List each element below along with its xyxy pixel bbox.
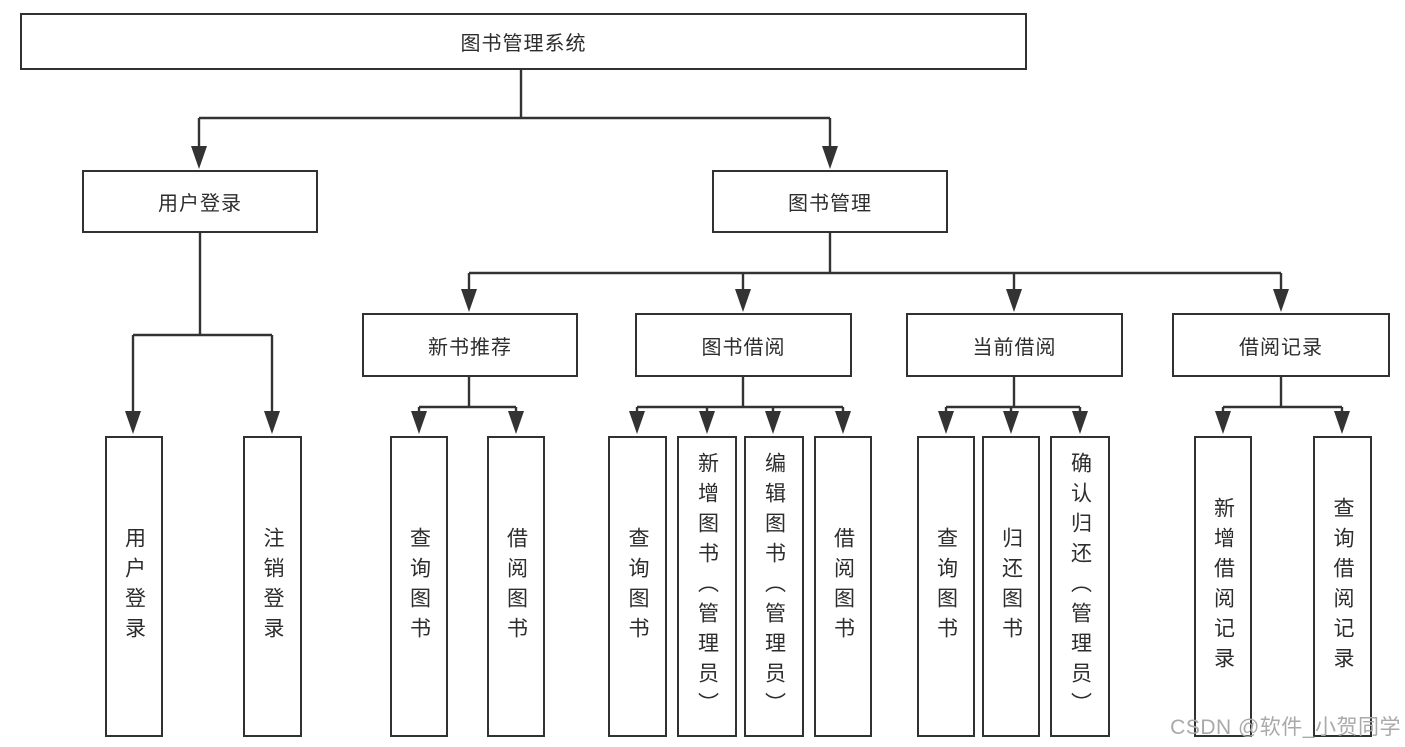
leaf-user-login: 用户登录: [105, 436, 163, 737]
node-user-login-label: 用户登录: [158, 193, 242, 215]
node-current-borrowing: 当前借阅: [906, 313, 1123, 377]
leaf-borrowing-borrow-books: 借阅图书: [814, 436, 872, 737]
leaf-logout-login-label: 注销登录: [261, 526, 284, 647]
leaf-borrowing-query-books: 查询图书: [608, 436, 667, 737]
leaf-borrowing-edit-books-admin: 编辑图书（管理员）: [744, 436, 804, 737]
node-book-borrowing-label: 图书借阅: [701, 336, 786, 359]
leaf-current-query-books: 查询图书: [917, 436, 975, 737]
leaf-recommend-borrow-books: 借阅图书: [487, 436, 545, 737]
node-borrowing-records-label: 借阅记录: [1239, 336, 1323, 359]
leaf-current-confirm-return-admin-label: 确认归还（管理员）: [1068, 451, 1092, 722]
watermark: CSDN @软件_小贺同学: [1170, 716, 1401, 739]
node-new-book-recommend: 新书推荐: [362, 313, 578, 377]
leaf-current-query-books-label: 查询图书: [934, 526, 958, 647]
node-borrowing-records: 借阅记录: [1172, 313, 1390, 377]
leaf-current-return-books-label: 归还图书: [999, 526, 1023, 647]
node-user-login: 用户登录: [82, 170, 318, 233]
leaf-current-confirm-return-admin: 确认归还（管理员）: [1050, 436, 1110, 737]
leaf-borrowing-add-books-admin: 新增图书（管理员）: [677, 436, 737, 737]
leaf-borrowing-add-books-admin-label: 新增图书（管理员）: [695, 451, 719, 722]
node-book-management-label: 图书管理: [788, 193, 872, 215]
node-new-book-recommend-label: 新书推荐: [428, 336, 512, 359]
leaf-borrowing-query-books-label: 查询图书: [626, 526, 649, 647]
leaf-borrowing-edit-books-admin-label: 编辑图书（管理员）: [762, 451, 786, 722]
node-root-label: 图书管理系统: [460, 33, 587, 55]
node-root: 图书管理系统: [20, 13, 1027, 70]
leaf-records-add-record-label: 新增借阅记录: [1211, 496, 1235, 677]
node-current-borrowing-label: 当前借阅: [972, 336, 1057, 359]
leaf-borrowing-borrow-books-label: 借阅图书: [831, 526, 855, 647]
leaf-logout-login: 注销登录: [243, 436, 302, 737]
leaf-records-query-record-label: 查询借阅记录: [1331, 496, 1354, 677]
leaf-user-login-label: 用户登录: [122, 526, 146, 647]
leaf-current-return-books: 归还图书: [982, 436, 1040, 737]
leaf-recommend-borrow-books-label: 借阅图书: [504, 526, 528, 647]
node-book-borrowing: 图书借阅: [635, 313, 852, 377]
leaf-recommend-query-books: 查询图书: [390, 436, 448, 737]
leaf-recommend-query-books-label: 查询图书: [407, 526, 431, 647]
leaf-records-add-record: 新增借阅记录: [1194, 436, 1252, 737]
node-book-management: 图书管理: [712, 170, 948, 233]
leaf-records-query-record: 查询借阅记录: [1313, 436, 1372, 737]
